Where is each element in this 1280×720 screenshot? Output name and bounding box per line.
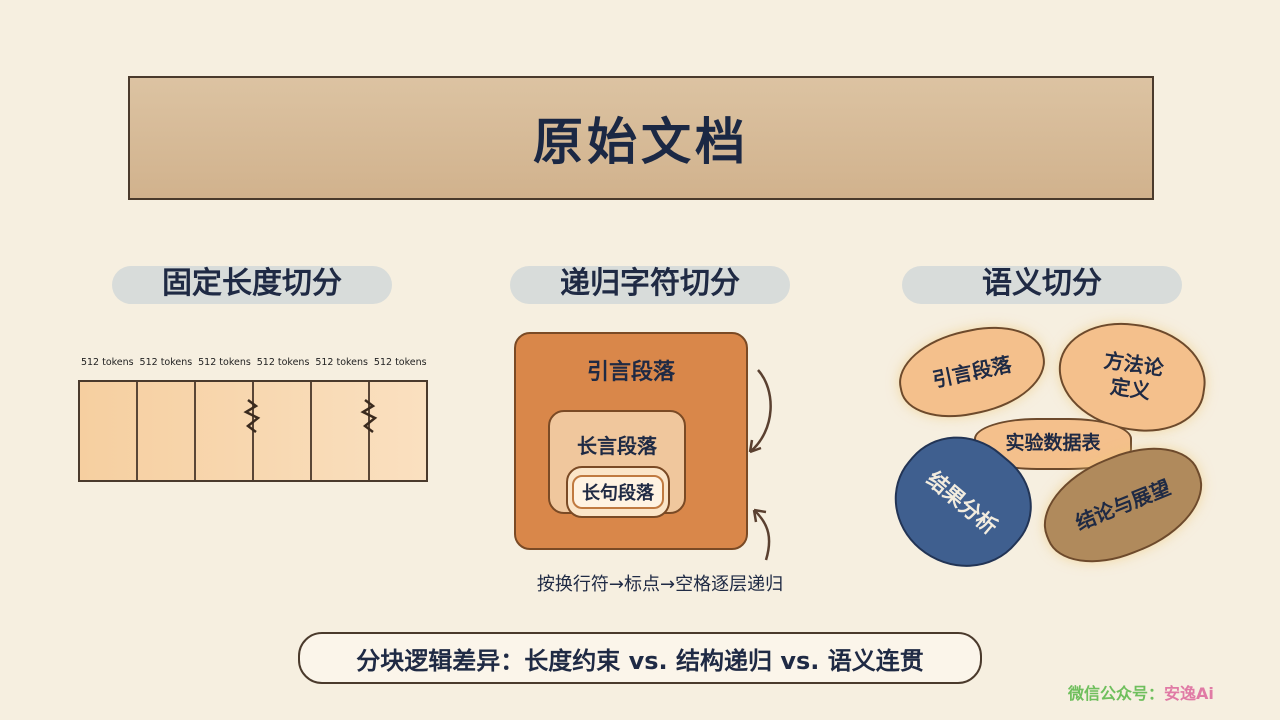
- token-label: 512 tokens: [198, 357, 251, 368]
- title-banner: 原始文档: [128, 76, 1154, 200]
- section-title-recursive-text: 递归字符切分: [560, 266, 740, 301]
- recursive-caption: 按换行符→标点→空格逐层递归: [536, 574, 784, 595]
- recursive-inner-label: 长句段落: [572, 475, 664, 509]
- token-label: 512 tokens: [315, 357, 368, 368]
- watermark-label: 微信公众号: [1068, 684, 1149, 703]
- token-label: 512 tokens: [256, 357, 310, 368]
- watermark-colon: ：: [1148, 684, 1165, 703]
- section-title-semantic-text: 语义切分: [982, 266, 1102, 301]
- recursive-mid-label: 长言段落: [577, 434, 657, 458]
- token-label: 512 tokens: [373, 357, 427, 368]
- blob-intro: 引言段落: [890, 315, 1054, 429]
- token-label: 512 tokens: [80, 357, 134, 368]
- section-title-semantic: 语义切分: [892, 258, 1192, 304]
- watermark: 微信公众号：安逸Ai: [1068, 680, 1214, 704]
- footer-summary: 分块逻辑差异：长度约束 vs. 结构递归 vs. 语义连贯: [298, 632, 982, 684]
- tear-marks: [243, 399, 378, 433]
- chunk: [254, 382, 312, 480]
- recursive-inner-box: 长句段落: [566, 466, 670, 518]
- token-label: 512 tokens: [139, 357, 193, 368]
- recursive-outer-label: 引言段落: [586, 360, 675, 385]
- footer-text: 分块逻辑差异：长度约束 vs. 结构递归 vs. 语义连贯: [356, 646, 924, 675]
- recursion-arrows: [748, 369, 772, 561]
- banner-title: 原始文档: [533, 113, 749, 171]
- chunk: [138, 382, 196, 480]
- section-title-fixed: 固定长度切分: [102, 258, 402, 304]
- chunk: [80, 382, 138, 480]
- watermark-name: 安逸Ai: [1164, 684, 1214, 703]
- section-title-recursive: 递归字符切分: [500, 258, 800, 304]
- chunk: [312, 382, 370, 480]
- token-labels: 512 tokens 512 tokens 512 tokens 512 tok…: [78, 357, 430, 368]
- section-title-fixed-text: 固定长度切分: [162, 266, 342, 301]
